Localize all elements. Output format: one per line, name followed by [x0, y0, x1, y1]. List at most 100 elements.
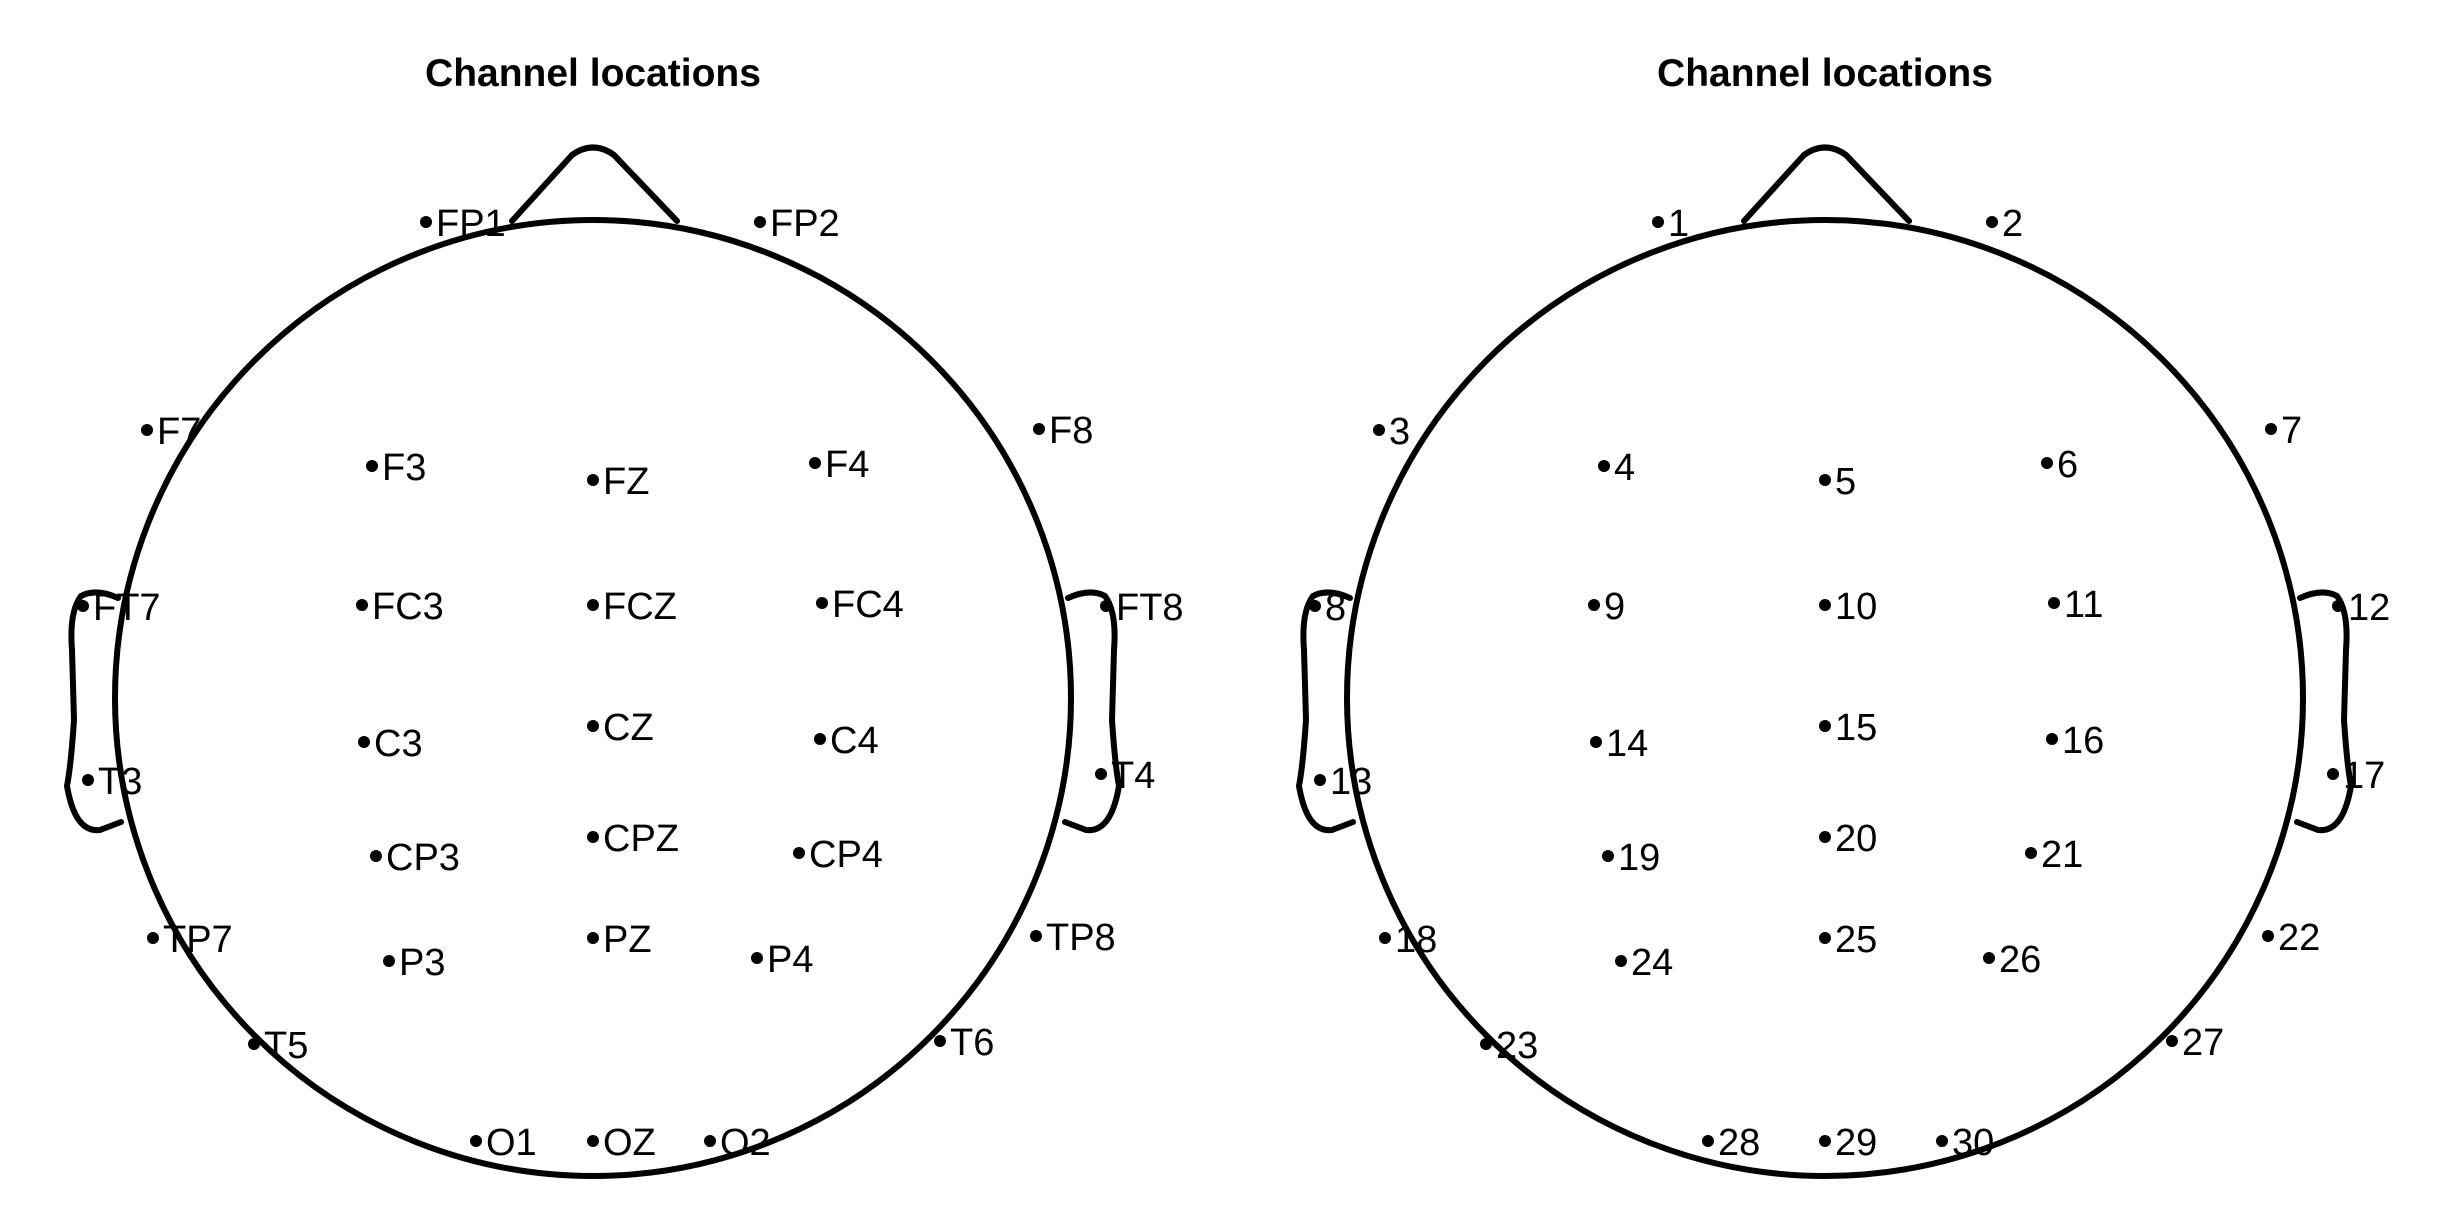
- electrode-dot: [2048, 597, 2060, 609]
- electrode-dot: [587, 932, 599, 944]
- electrode-label: TP8: [1046, 917, 1116, 959]
- head-outline: [64, 144, 1122, 1179]
- left-ear-shape: [64, 589, 124, 834]
- nose-shape: [1741, 144, 1912, 224]
- electrode-dot: [1819, 474, 1831, 486]
- electrode-dot: [704, 1135, 716, 1147]
- electrode-label: C4: [830, 720, 879, 762]
- panel-title: Channel locations: [1657, 52, 1993, 95]
- electrode-dot: [1936, 1135, 1948, 1147]
- electrode-dot: [1309, 600, 1321, 612]
- electrode-label: 13: [1330, 761, 1372, 803]
- electrode-dot: [809, 457, 821, 469]
- electrode-dot: [2046, 733, 2058, 745]
- electrode-dot: [1986, 216, 1998, 228]
- electrode-dot: [2025, 847, 2037, 859]
- electrode-dot: [470, 1135, 482, 1147]
- electrode-label: 10: [1835, 586, 1877, 628]
- electrode-dot: [1379, 932, 1391, 944]
- electrode-dot: [1033, 423, 1045, 435]
- electrode-label: P4: [767, 939, 813, 981]
- electrode-label: 21: [2041, 834, 2083, 876]
- electrode-dot: [383, 955, 395, 967]
- electrode-label: 26: [1999, 939, 2041, 981]
- electrode-label: C3: [374, 723, 423, 765]
- electrode-label: 18: [1395, 919, 1437, 961]
- electrode-dot: [147, 932, 159, 944]
- electrode-label: 4: [1614, 447, 1635, 489]
- electrode-label: FC3: [372, 586, 444, 628]
- electrode-label: T5: [264, 1025, 308, 1067]
- left-ear-shape: [1296, 589, 1356, 834]
- electrode-label: 20: [1835, 818, 1877, 860]
- electrode-dot: [1652, 216, 1664, 228]
- electrode-label: 23: [1496, 1025, 1538, 1067]
- electrode-dot: [2166, 1035, 2178, 1047]
- electrode-label: 5: [1835, 461, 1856, 503]
- electrode-dot: [366, 460, 378, 472]
- electrode-label: FZ: [603, 461, 649, 503]
- electrode-dot: [2332, 600, 2344, 612]
- electrode-label: P3: [399, 942, 445, 984]
- electrode-label: 11: [2064, 584, 2103, 626]
- electrode-label: 30: [1952, 1122, 1994, 1164]
- electrode-dot: [1598, 460, 1610, 472]
- electrode-label: 9: [1604, 586, 1625, 628]
- electrode-dot: [358, 736, 370, 748]
- electrode-label: 2: [2002, 203, 2023, 245]
- electrode-label: FP1: [436, 203, 506, 245]
- electrode-dot: [356, 599, 368, 611]
- electrode-dot: [816, 597, 828, 609]
- electrode-label: 16: [2062, 720, 2104, 762]
- electrode-dot: [754, 216, 766, 228]
- electrode-dot: [141, 424, 153, 436]
- electrode-label: 7: [2281, 410, 2302, 452]
- electrode-dot: [1819, 599, 1831, 611]
- electrode-label: FC4: [832, 584, 904, 626]
- electrode-dot: [370, 850, 382, 862]
- electrode-label: 19: [1618, 837, 1660, 879]
- electrode-dot: [1314, 774, 1326, 786]
- electrode-dot: [1588, 599, 1600, 611]
- head-outline: [1296, 144, 2354, 1179]
- electrode-label: PZ: [603, 919, 652, 961]
- electrode-label: 3: [1389, 411, 1410, 453]
- electrode-label: FCZ: [603, 586, 677, 628]
- electrode-dot: [587, 1135, 599, 1147]
- electrode-label: 25: [1835, 919, 1877, 961]
- electrode-label: 28: [1718, 1122, 1760, 1164]
- electrode-label: F8: [1049, 410, 1093, 452]
- electrode-dot: [77, 600, 89, 612]
- panel-title: Channel locations: [425, 52, 761, 95]
- electrode-label: 14: [1606, 723, 1648, 765]
- electrode-label: O1: [486, 1122, 537, 1164]
- electrode-dot: [1590, 736, 1602, 748]
- electrode-dot: [751, 952, 763, 964]
- electrode-label: 15: [1835, 707, 1877, 749]
- electrode-label: 6: [2057, 444, 2078, 486]
- electrode-dot: [1030, 930, 1042, 942]
- electrode-label: 12: [2348, 587, 2390, 629]
- electrode-label: 22: [2278, 917, 2320, 959]
- electrode-label: FP2: [770, 203, 840, 245]
- head-circle: [112, 217, 1074, 1179]
- electrode-dot: [2262, 930, 2274, 942]
- electrode-dot: [420, 216, 432, 228]
- electrode-label: FT8: [1116, 587, 1184, 629]
- electrode-label: CP3: [386, 837, 460, 879]
- electrode-dot: [1615, 955, 1627, 967]
- electrode-label: 17: [2343, 755, 2385, 797]
- electrode-dot: [2041, 457, 2053, 469]
- electrode-dot: [587, 474, 599, 486]
- electrode-label: CPZ: [603, 818, 679, 860]
- electrode-dot: [1095, 768, 1107, 780]
- electrode-dot: [1373, 424, 1385, 436]
- electrode-label: 8: [1325, 587, 1346, 629]
- electrode-dot: [793, 847, 805, 859]
- electrode-label: TP7: [163, 919, 233, 961]
- electrode-label: 24: [1631, 942, 1673, 984]
